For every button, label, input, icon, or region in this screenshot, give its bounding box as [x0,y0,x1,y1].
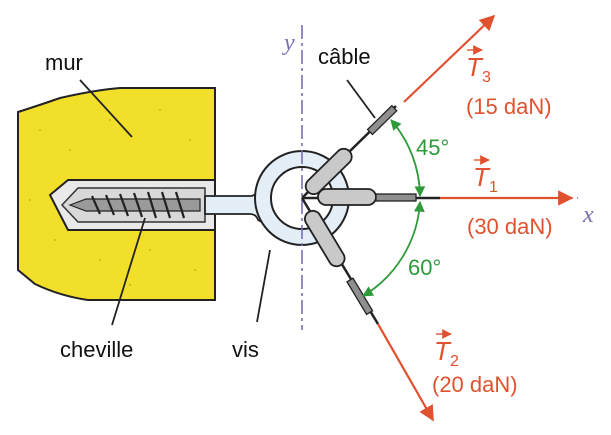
screw-threads [90,191,186,219]
force-label-t3: T 3 (15 daN) [466,45,552,119]
label-cheville: cheville [60,337,133,362]
force-symbol-t2: T [434,336,452,366]
pointer-cable [346,79,376,119]
cable-t3 [301,104,398,199]
force-magnitude-t3: (15 daN) [466,94,552,119]
force-label-t2: T 2 (20 daN) [432,329,518,397]
cable-t1 [302,188,440,206]
force-magnitude-t2: (20 daN) [432,372,518,397]
force-symbol-t1: T [473,162,491,192]
force-symbol-t3: T [466,52,484,82]
pointer-cheville [111,217,146,326]
force-label-t1: T 1 (30 daN) [467,155,553,239]
wall-texture [29,109,196,286]
label-cable: câble [318,44,371,69]
label-axis-y: y [282,30,295,56]
force-magnitude-t1: (30 daN) [467,214,553,239]
label-axis-x: x [582,202,594,228]
force-subscript-t3: 3 [482,69,491,86]
angle-label-45: 45° [416,135,449,160]
angle-arc-60 [362,200,425,297]
angle-arc-45 [390,119,426,198]
force-arrow-t2 [377,323,434,422]
cable-t2 [300,197,380,325]
pointer-mur [79,79,133,138]
force-subscript-t2: 2 [450,353,459,370]
label-mur: mur [45,50,83,75]
label-vis: vis [232,337,259,362]
force-arrow-t3 [403,14,496,103]
pointer-vis [256,249,271,323]
angle-label-60: 60° [408,255,441,280]
force-subscript-t1: 1 [489,179,498,196]
